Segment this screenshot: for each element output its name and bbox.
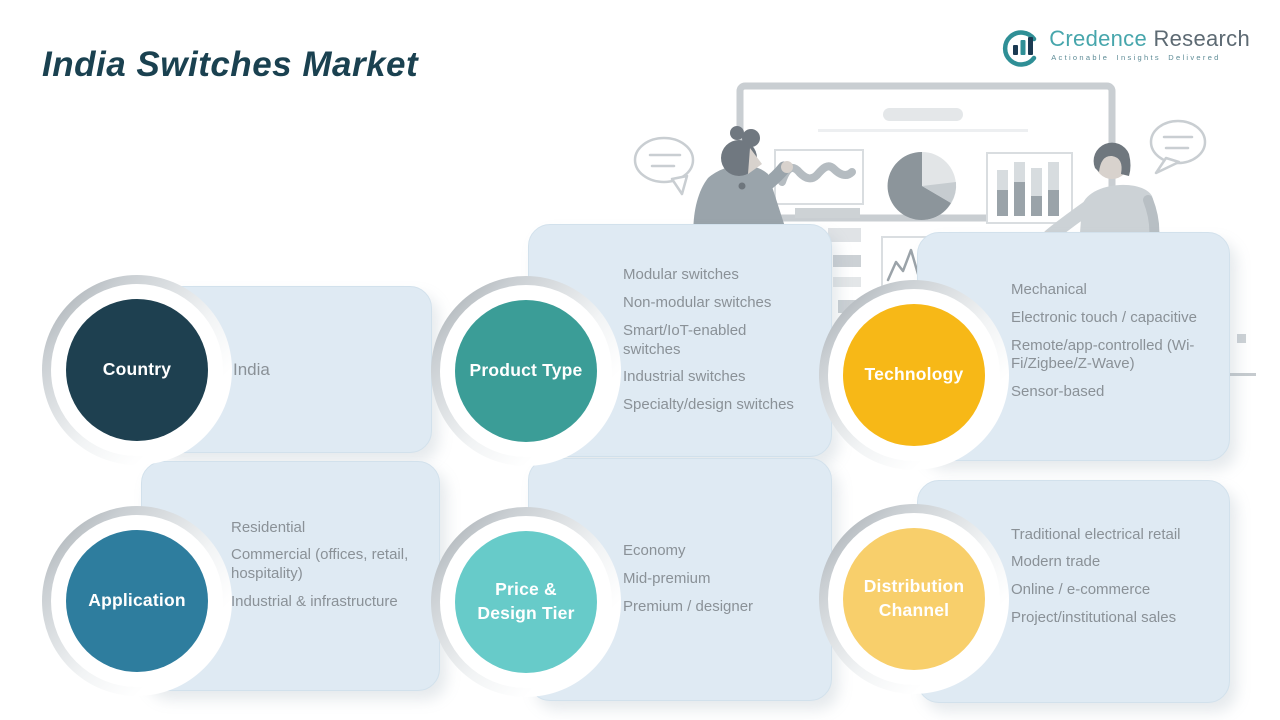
list-item: Mid-premium [623,570,711,588]
price-design-tier-items: Economy Mid-premium Premium / designer [623,542,813,616]
price-design-tier-circle: Price & Design Tier [431,507,621,697]
dash-mark [1228,373,1256,376]
list-item: Industrial switches [623,368,746,386]
list-item: Project/institutional sales [1011,608,1177,626]
circle-label: Product Type [469,360,583,381]
application-items: Residential Commercial (offices, retail,… [231,519,427,612]
credence-research-logo: Credence Research Actionable Insights De… [1001,28,1250,73]
logo-name-primary: Credence [1049,26,1148,51]
list-item: Online / e-commerce [1011,581,1151,598]
list-item: Smart/IoT-enabled switches [623,321,747,358]
country-circle: Country [42,275,232,465]
list-item: Specialty/design switches [623,396,794,413]
circle-label: Technology [864,364,964,385]
distribution-channel-circle: Distribution Channel [819,504,1009,694]
list-item: Premium / designer [623,597,754,615]
technology-circle: Technology [819,280,1009,470]
list-item: Sensor-based [1011,383,1105,401]
list-item: Electronic touch / capacitive [1011,308,1197,326]
application-circle: Application [42,506,232,696]
circle-label: Country [102,359,172,380]
logo-name: Credence Research [1049,28,1250,50]
pie-chart-icon [887,151,957,220]
list-item: Commercial (offices, retail, hospitality… [231,546,409,582]
list-item: Non-modular switches [623,294,772,311]
logo-name-secondary: Research [1153,26,1250,51]
list-item: Mechanical [1011,281,1087,299]
speech-bubble-left-icon [633,136,695,196]
page-title: India Switches Market [42,45,419,85]
bar-chart-icon [986,152,1073,224]
logo-tagline: Actionable Insights Delivered [1051,53,1221,62]
line-chart-icon [774,149,864,218]
circle-label: Price & Design Tier [477,579,575,623]
list-item: Traditional electrical retail [1011,525,1181,543]
circle-label: Distribution Channel [863,576,965,620]
circle-label: Application [88,590,186,611]
speech-bubble-right-icon [1149,119,1207,175]
square-mark [1237,334,1246,343]
list-item: Modular switches [623,266,739,284]
product-type-items: Modular switches Non-modular switches Sm… [623,266,801,415]
list-item: India [233,359,270,379]
logo-bar-chart-icon [1001,28,1041,73]
list-item: Industrial & infrastructure [231,592,398,610]
technology-items: Mechanical Electronic touch / capacitive… [1011,281,1216,402]
country-items: India [233,359,403,380]
product-type-circle: Product Type [431,276,621,466]
list-item: Remote/app-controlled (Wi-Fi/Zigbee/Z-Wa… [1011,336,1195,373]
list-item: Residential [231,518,306,536]
list-item: Economy [623,542,686,560]
distribution-channel-items: Traditional electrical retail Modern tra… [1011,526,1225,628]
list-item: Modern trade [1011,553,1101,571]
